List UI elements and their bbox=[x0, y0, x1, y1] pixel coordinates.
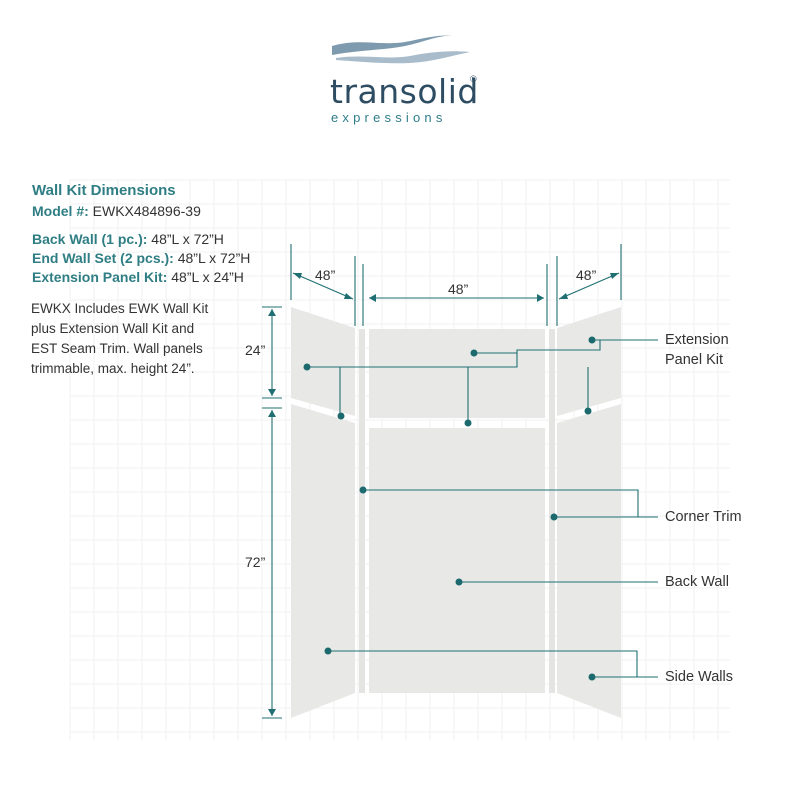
callout-dot bbox=[324, 647, 332, 655]
callout-dot bbox=[303, 363, 311, 371]
side-walls-label: Side Walls bbox=[665, 669, 733, 685]
spec-heading: Wall Kit Dimensions bbox=[32, 182, 176, 199]
center-width-label: 48” bbox=[448, 281, 469, 297]
back-wall-spec: Back Wall (1 pc.): 48”L x 72”H bbox=[32, 231, 224, 247]
corner-trim-label: Corner Trim bbox=[665, 509, 742, 525]
callout-dot bbox=[584, 407, 592, 415]
left-side-wall bbox=[291, 404, 355, 718]
callout-dot bbox=[588, 336, 596, 344]
back-wall-label: Back Wall bbox=[665, 574, 729, 590]
callout-dot bbox=[464, 419, 472, 427]
extension-spec: Extension Panel Kit: 48”L x 24”H bbox=[32, 269, 244, 285]
left-width-label: 48” bbox=[315, 267, 336, 283]
callout-leaders bbox=[307, 339, 658, 678]
back-extension-panel bbox=[369, 329, 545, 418]
right-extension-panel bbox=[557, 307, 621, 416]
registered-mark: ® bbox=[470, 74, 477, 84]
extension-panel-kit-label: Extension Panel Kit bbox=[665, 332, 729, 368]
callout-dot bbox=[470, 349, 478, 357]
callout-dot bbox=[337, 412, 345, 420]
wall-height-label: 72” bbox=[245, 554, 266, 570]
end-wall-spec: End Wall Set (2 pcs.): 48”L x 72”H bbox=[32, 250, 251, 266]
wall-panels bbox=[291, 307, 621, 718]
callout-dots bbox=[303, 336, 596, 681]
right-corner-trim bbox=[549, 329, 555, 693]
dimension-arrows bbox=[268, 273, 619, 716]
callout-dot bbox=[550, 513, 558, 521]
kit-description: EWKX Includes EWK Wall Kit plus Extensio… bbox=[31, 301, 209, 376]
extension-height-label: 24” bbox=[245, 342, 266, 358]
callout-dot bbox=[359, 486, 367, 494]
right-width-label: 48” bbox=[576, 267, 597, 283]
spec-block: Wall Kit Dimensions Model #: EWKX484896-… bbox=[32, 181, 292, 287]
callout-dot bbox=[588, 673, 596, 681]
left-extension-panel bbox=[291, 307, 355, 416]
right-side-wall bbox=[557, 404, 621, 718]
model-line: Model #: EWKX484896-39 bbox=[32, 203, 201, 219]
dimension-lines bbox=[262, 244, 622, 719]
logo-wave-icon bbox=[332, 35, 470, 64]
left-corner-trim bbox=[359, 329, 365, 693]
back-wall-panel bbox=[369, 428, 545, 693]
brand-tagline: expressions bbox=[331, 110, 447, 125]
callout-dot bbox=[455, 578, 463, 586]
brand-logo-text: transolid bbox=[330, 72, 479, 111]
